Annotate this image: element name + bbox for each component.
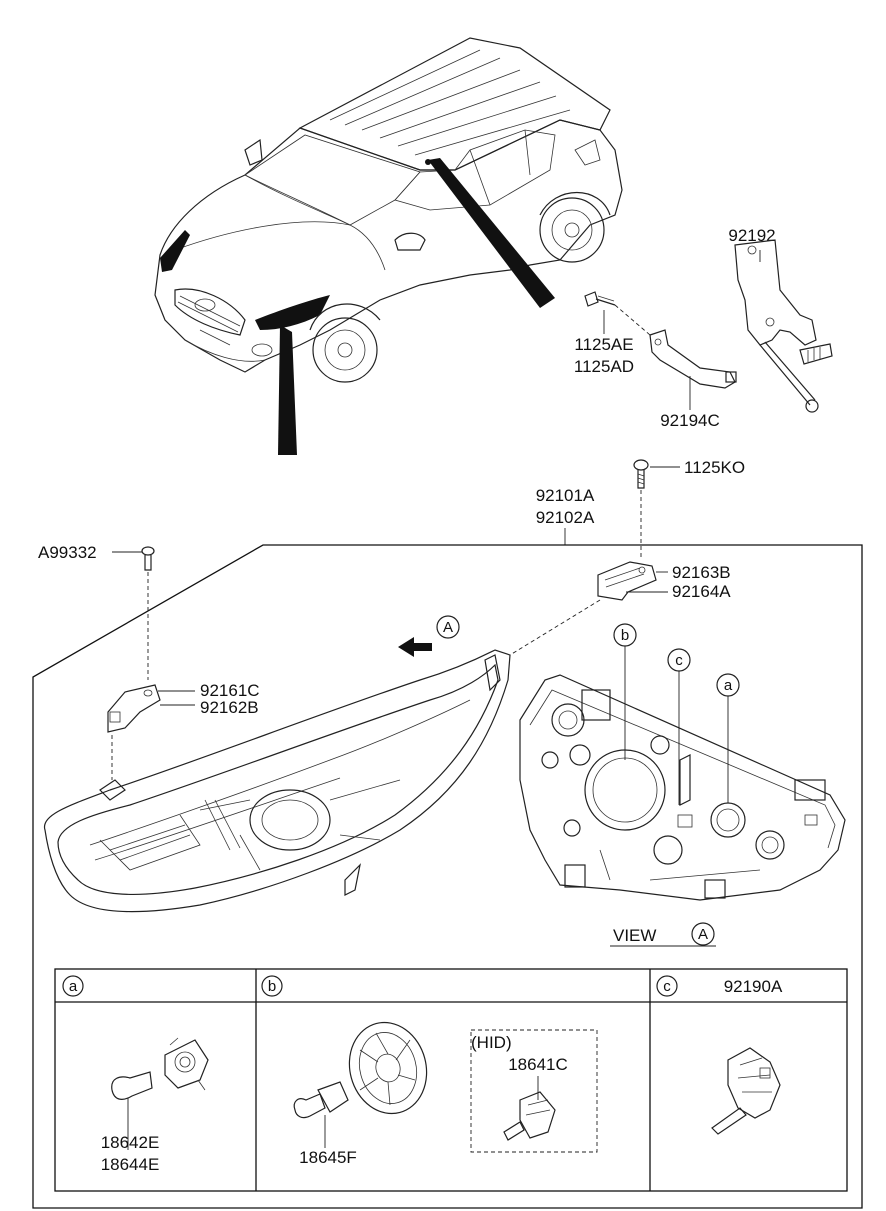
- table-cell-c-letter: c: [663, 978, 671, 995]
- label-92194C: 92194C: [660, 411, 720, 430]
- label-92161C: 92161C: [200, 681, 260, 700]
- leveling-sensor-assembly: 92192 1125AE 1125AD 92194C: [574, 226, 833, 430]
- callout-a: a: [724, 677, 733, 694]
- bulb-table: a 18642E 18644E b 18645F (HID) 18641C: [54, 968, 848, 1192]
- label-92101A: 92101A: [536, 486, 595, 505]
- part-18645F: 18645F: [299, 1148, 357, 1167]
- bracket-92161C: 92161C 92162B: [107, 681, 260, 780]
- label-1125AD: 1125AD: [574, 357, 634, 376]
- table-cell-b-letter: b: [268, 978, 276, 995]
- position-lamp-c-drawing: [711, 1047, 781, 1135]
- headlamp-rear-view: b c a VIEW A: [519, 623, 846, 947]
- bulb-cover-b-drawing: [293, 1021, 428, 1148]
- vehicle-illustration: [154, 37, 623, 455]
- headlamp-front-view: [43, 649, 511, 913]
- part-18641C: 18641C: [508, 1055, 568, 1074]
- part-92190A: 92190A: [724, 977, 783, 996]
- label-92163B: 92163B: [672, 563, 731, 582]
- label-92192: 92192: [728, 226, 775, 245]
- bulb-socket-a-drawing: [111, 1037, 209, 1150]
- label-1125AE: 1125AE: [574, 335, 633, 354]
- screw-1125KO: 1125KO: [633, 458, 745, 560]
- callout-b: b: [621, 627, 629, 644]
- part-18642E: 18642E: [101, 1133, 160, 1152]
- view-letter: A: [698, 926, 708, 943]
- hid-label: (HID): [471, 1033, 512, 1052]
- label-92164A: 92164A: [672, 582, 731, 601]
- label-92162B: 92162B: [200, 698, 259, 717]
- screw-A99332: A99332: [38, 543, 155, 680]
- view-label: VIEW: [613, 926, 656, 945]
- hid-bulb-drawing: [503, 1076, 556, 1141]
- callout-c: c: [675, 652, 683, 669]
- part-18644E: 18644E: [101, 1155, 160, 1174]
- view-direction-arrow: A: [398, 615, 460, 657]
- label-A99332: A99332: [38, 543, 97, 562]
- headlamp-assembly-frame: 92101A 92102A: [32, 486, 863, 1209]
- bracket-92163B: 92163B 92164A: [509, 561, 731, 656]
- table-cell-a-letter: a: [69, 978, 78, 995]
- arrow-callout-letter: A: [443, 619, 453, 636]
- label-1125KO: 1125KO: [684, 458, 745, 477]
- label-92102A: 92102A: [536, 508, 595, 527]
